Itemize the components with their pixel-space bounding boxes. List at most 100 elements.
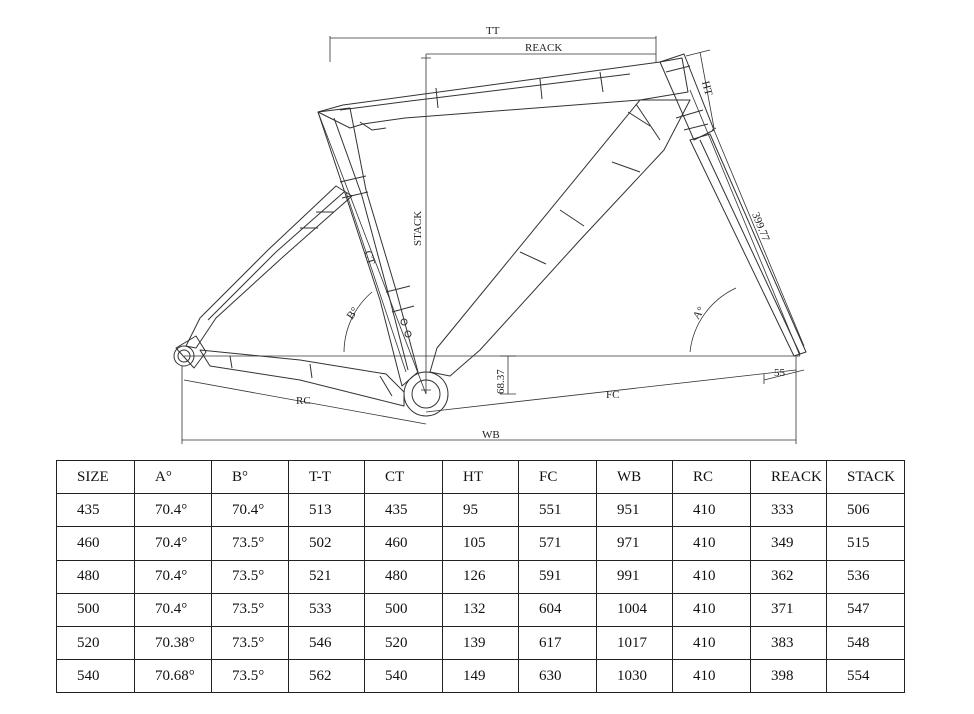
table-cell: 551 [518,493,597,528]
tt-dimension [329,36,657,62]
table-cell: 410 [672,625,751,661]
table-cell: 73.5° [211,659,289,694]
column-header: WB [596,459,673,495]
table-cell: 547 [826,592,905,627]
table-cell: 435 [56,493,135,528]
tt-label: TT [486,25,500,37]
table-cell: 460 [56,526,135,561]
table-cell: 73.5° [211,625,289,661]
seat-tube-axis [317,111,427,395]
column-header: B° [211,459,289,495]
table-cell: 480 [364,559,443,594]
table-cell: 991 [596,559,673,594]
reach-label: REACK [525,42,562,54]
stack-dimension [421,54,431,394]
ht-label: HT [699,80,714,98]
column-header: REACK [750,459,827,495]
table-cell: 73.5° [211,526,289,561]
head-tube-axis [689,89,801,357]
rc-label: RC [296,395,311,407]
table-cell: 554 [826,659,905,694]
table-cell: 533 [288,592,365,627]
table-cell: 506 [826,493,905,528]
table-cell: 604 [518,592,597,627]
stack-label: STACK [412,211,424,246]
table-cell: 70.4° [211,493,289,528]
fc-label: FC [606,389,619,401]
head-angle-label: A° [691,305,708,322]
table-cell: 70.4° [134,526,212,561]
table-cell: 126 [442,559,519,594]
ct-dimension [345,191,407,373]
table-cell: 73.5° [211,559,289,594]
table-cell: 536 [826,559,905,594]
table-cell: 435 [364,493,443,528]
table-cell: 546 [288,625,365,661]
table-cell: 410 [672,559,751,594]
table-cell: 521 [288,559,365,594]
table-cell: 520 [364,625,443,661]
frame-geometry-drawing: TT REACK STACK HT 399.77 CT 68.37 55 B° … [173,25,807,444]
table-cell: 349 [750,526,827,561]
seat-angle-label: B° [345,305,362,322]
offset-label: 55 [774,367,786,379]
column-header: FC [518,459,597,495]
table-cell: 1030 [596,659,673,694]
column-header: RC [672,459,751,495]
table-cell: 1004 [596,592,673,627]
table-cell: 630 [518,659,597,694]
table-cell: 540 [56,659,135,694]
table-cell: 500 [364,592,443,627]
fork-length-label: 399.77 [749,211,772,244]
table-cell: 540 [364,659,443,694]
head-angle-arc [689,287,737,353]
table-cell: 149 [442,659,519,694]
table-cell: 70.4° [134,559,212,594]
table-cell: 617 [518,625,597,661]
table-cell: 371 [750,592,827,627]
table-cell: 520 [56,625,135,661]
column-header: A° [134,459,212,495]
fc-dimension [425,369,797,413]
top-tube [317,57,689,131]
table-cell: 571 [518,526,597,561]
table-cell: 105 [442,526,519,561]
table-cell: 398 [750,659,827,694]
seat-tube [317,107,419,387]
table-cell: 95 [442,493,519,528]
table-cell: 73.5° [211,592,289,627]
table-cell: 971 [596,526,673,561]
fork [689,133,807,357]
table-cell: 410 [672,592,751,627]
table-cell: 951 [596,493,673,528]
seat-stay [185,185,353,349]
rc-dimension [183,379,427,425]
table-cell: 513 [288,493,365,528]
chain-stay [199,349,405,407]
table-cell: 410 [672,493,751,528]
table-cell: 480 [56,559,135,594]
table-cell: 591 [518,559,597,594]
ht-dimension [685,49,717,131]
ct-label: CT [361,249,377,266]
table-cell: 410 [672,526,751,561]
column-header: CT [364,459,443,495]
head-tube [659,53,715,141]
table-cell: 70.38° [134,625,212,661]
bb-drop-label: 68.37 [495,369,507,394]
table-cell: 460 [364,526,443,561]
table-cell: 562 [288,659,365,694]
wb-dimension [181,356,797,444]
column-header: STACK [826,459,905,495]
table-cell: 132 [442,592,519,627]
table-cell: 333 [750,493,827,528]
